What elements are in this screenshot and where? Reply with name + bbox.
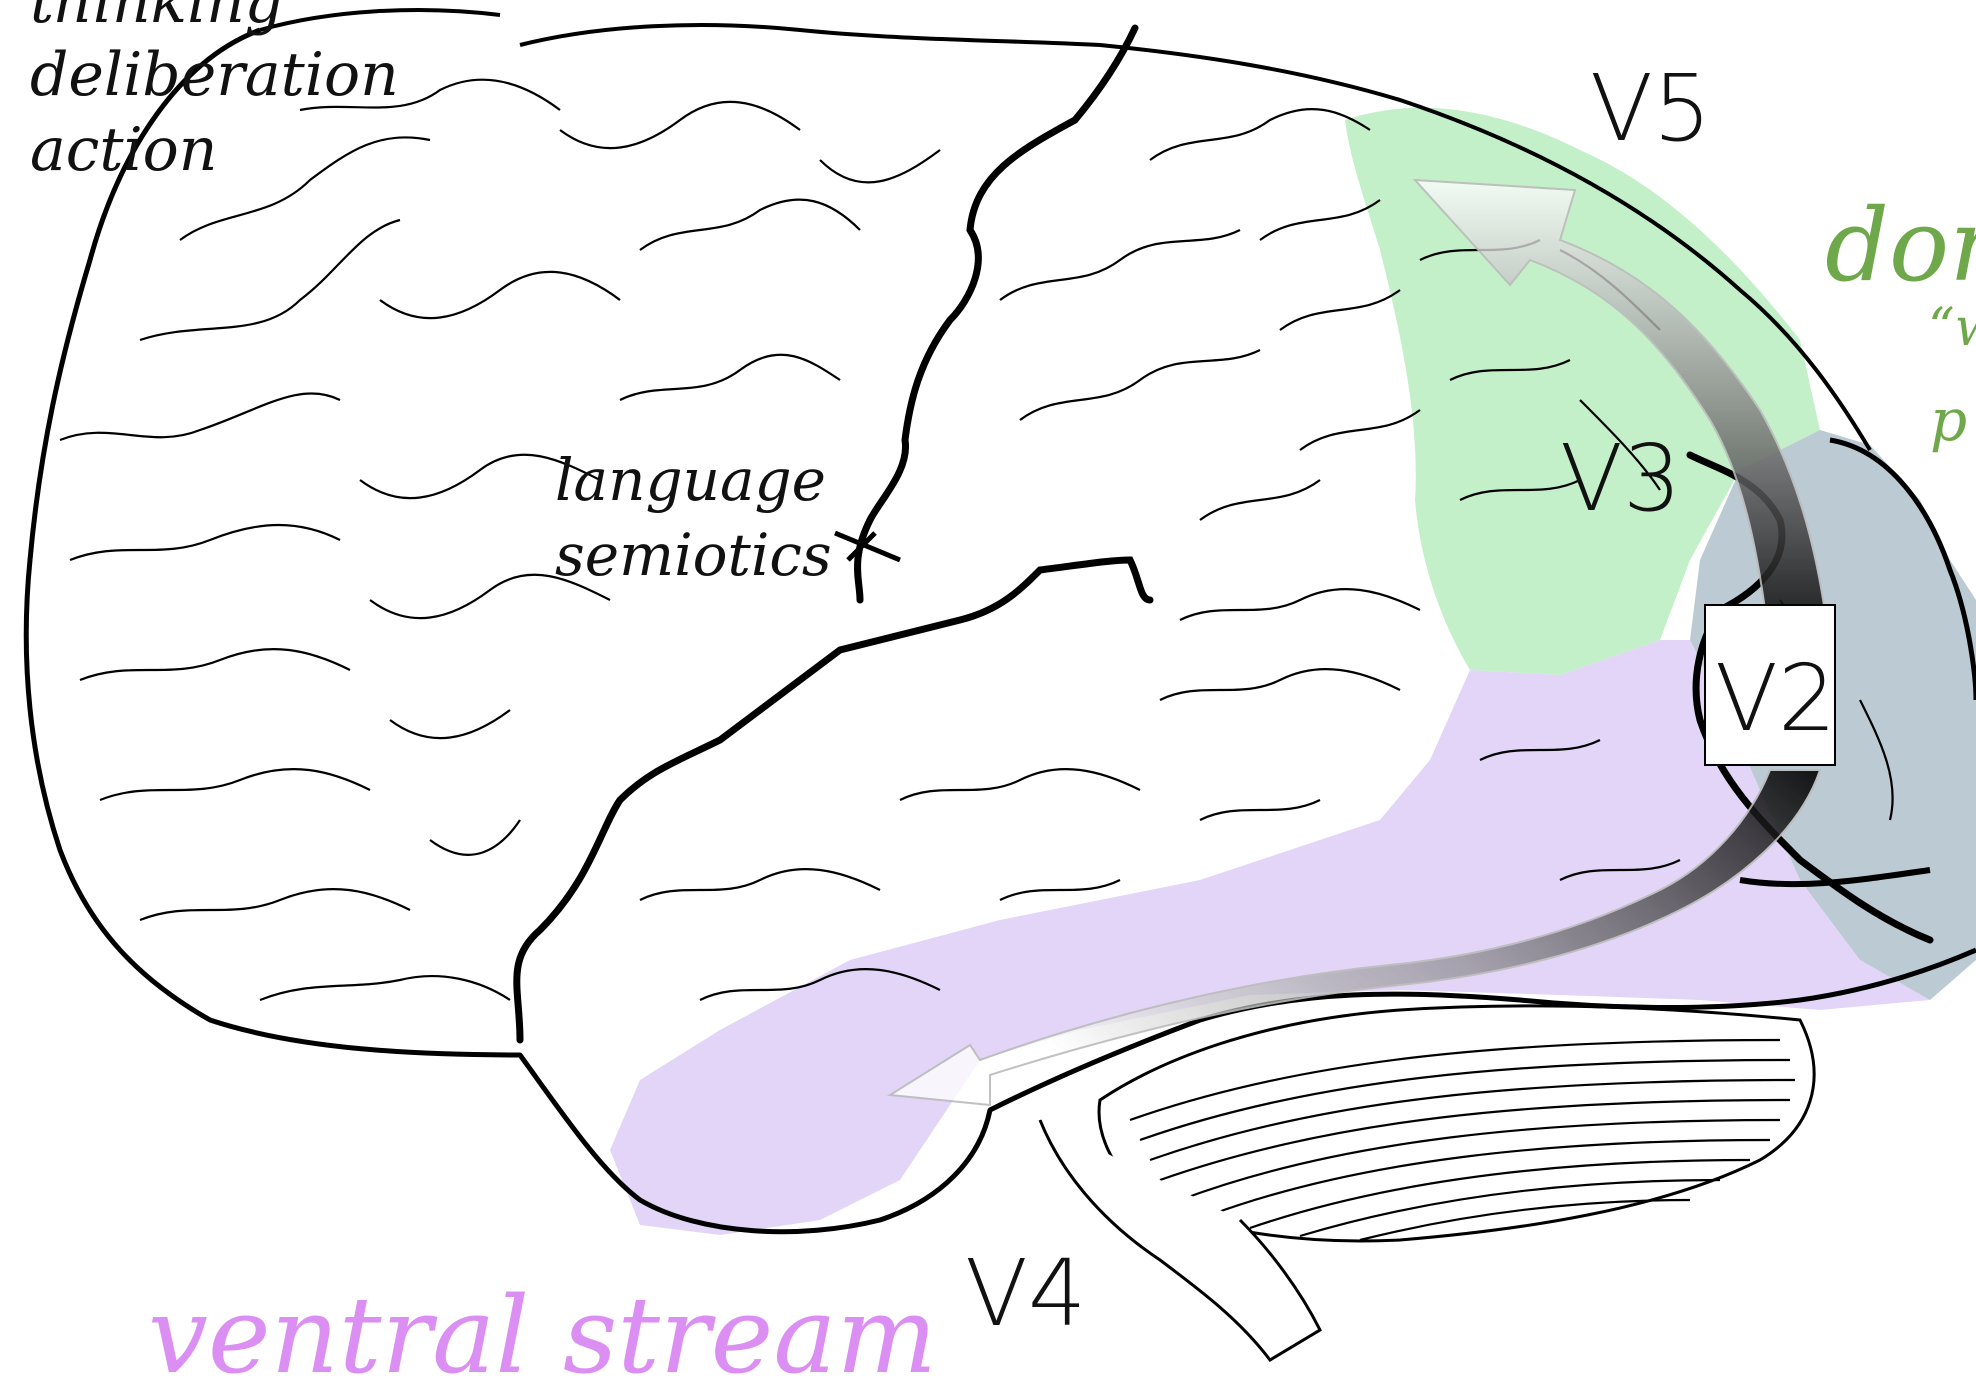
label-dorsal-stream: dor — [1825, 187, 1976, 304]
area-v4: V4 — [965, 1240, 1086, 1347]
central-sulcus — [858, 28, 1136, 600]
label-dorsal-quote: “w — [1928, 298, 1976, 358]
area-v3: V3 — [1560, 425, 1681, 532]
area-v5: V5 — [1590, 55, 1711, 162]
label-deliberation: deliberation — [30, 40, 399, 110]
language-labels: language semiotics — [555, 446, 832, 589]
label-semiotics: semiotics — [555, 521, 832, 589]
label-language: language — [555, 446, 826, 514]
label-ventral-stream: ventral stream — [148, 1274, 937, 1397]
language-marker — [835, 533, 900, 560]
label-dorsal-p: p — [1930, 386, 1967, 454]
area-v2: V2 — [1715, 645, 1836, 752]
label-action: action — [30, 115, 217, 185]
brain-top-outline — [260, 10, 500, 30]
label-thinking: thinking — [30, 0, 283, 37]
